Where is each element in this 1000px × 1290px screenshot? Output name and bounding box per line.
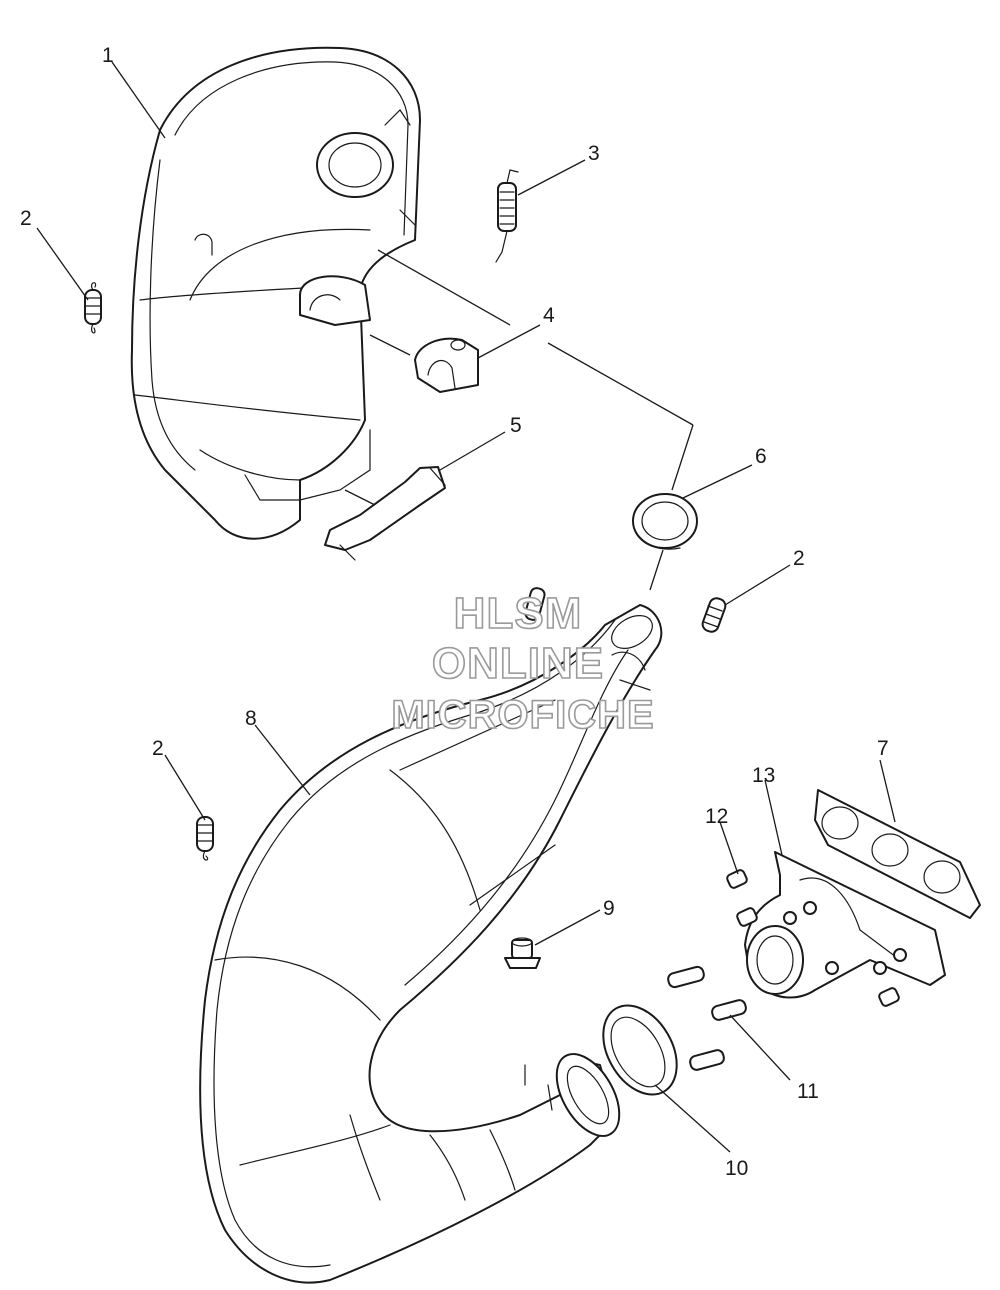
watermark-line-2: ONLINE: [432, 639, 604, 688]
manifold-gasket[interactable]: [814, 789, 981, 919]
callout-7: 7: [877, 737, 889, 760]
springs-11[interactable]: [667, 965, 747, 1072]
callout-5: 5: [510, 414, 522, 437]
clamp-ring[interactable]: [588, 992, 691, 1107]
muffler-bracket[interactable]: [414, 337, 479, 393]
callout-8: 8: [245, 707, 257, 730]
callouts: 1 2 3 4 5 6 2 8 2 7 13 12 9 11 10: [20, 44, 889, 1180]
callout-3: 3: [588, 142, 600, 165]
callout-13: 13: [752, 764, 775, 787]
callout-2-upper-left: 2: [20, 207, 32, 230]
callout-10: 10: [725, 1157, 748, 1180]
spring-near-tailpipe[interactable]: [524, 587, 546, 622]
spring-upper-left[interactable]: [84, 282, 102, 334]
callout-6: 6: [755, 445, 767, 468]
callout-9: 9: [603, 897, 615, 920]
expansion-chamber[interactable]: [199, 604, 663, 1284]
bolts-12[interactable]: [726, 869, 900, 1007]
callout-12: 12: [705, 805, 728, 828]
muffler[interactable]: [130, 46, 421, 540]
callout-2-lower-left: 2: [152, 737, 164, 760]
spring-right[interactable]: [701, 596, 728, 633]
exhaust-manifold[interactable]: [744, 851, 946, 999]
callout-11: 11: [797, 1080, 819, 1103]
watermark: HLSM ONLINE MICROFICHE: [391, 588, 655, 738]
drain-plug[interactable]: [504, 937, 541, 969]
callout-4: 4: [543, 304, 555, 327]
callout-1: 1: [102, 44, 114, 67]
heat-shield[interactable]: [324, 466, 446, 561]
callout-2-right: 2: [793, 547, 805, 570]
watermark-line-3: MICROFICHE: [391, 693, 654, 737]
spring-lower-left[interactable]: [196, 816, 214, 861]
long-spring[interactable]: [495, 169, 519, 263]
watermark-line-1: HLSM: [454, 589, 583, 638]
leader-lines: [36, 61, 896, 1153]
sealing-ring[interactable]: [632, 493, 698, 550]
